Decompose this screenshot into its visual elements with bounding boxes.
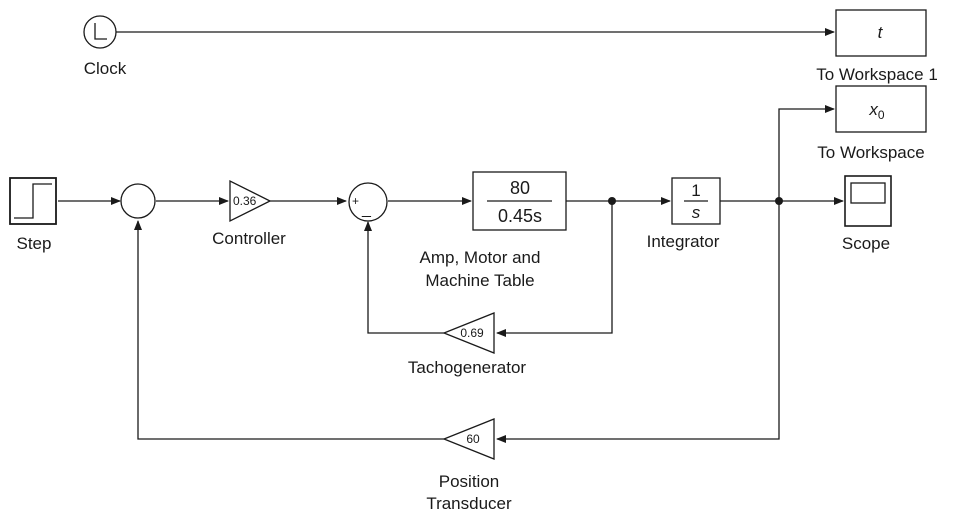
clock-block[interactable]: Clock: [83, 15, 127, 78]
integrator-numerator: 1: [691, 181, 700, 200]
integrator-block[interactable]: 1 s Integrator: [647, 177, 721, 251]
controller-label: Controller: [212, 229, 286, 248]
tachogenerator-label: Tachogenerator: [408, 358, 526, 377]
junction-dot-position: [775, 197, 783, 205]
step-block[interactable]: Step: [9, 177, 57, 253]
position-transducer-label-line1: Position: [439, 472, 499, 491]
wire-tacho-to-sum2: [364, 221, 444, 334]
to-workspace-label: To Workspace: [817, 143, 924, 162]
sum-junction-1[interactable]: [120, 183, 156, 219]
wire-transducer-to-sum1: [134, 220, 444, 440]
position-transducer-block[interactable]: 60 Position Transducer: [426, 418, 512, 513]
plant-denominator: 0.45s: [498, 206, 542, 226]
plant-numerator: 80: [510, 178, 530, 198]
integrator-denominator: s: [692, 203, 701, 222]
to-workspace-variable: x0: [868, 100, 885, 122]
plant-label-line2: Machine Table: [425, 271, 534, 290]
clock-label: Clock: [84, 59, 127, 78]
junction-dot-velocity: [608, 197, 616, 205]
sum-junction-2[interactable]: + _: [348, 182, 388, 222]
plant-transfer-fcn-block[interactable]: 80 0.45s Amp, Motor and Machine Table: [420, 171, 567, 290]
controller-gain-value: 0.36: [233, 194, 257, 208]
wire-branch-to-workspace: [778, 105, 835, 201]
to-workspace-1-variable: t: [878, 23, 884, 42]
position-transducer-label-line2: Transducer: [426, 494, 512, 513]
to-workspace-1-label: To Workspace 1: [816, 65, 938, 84]
integrator-label: Integrator: [647, 232, 720, 251]
tachogenerator-block[interactable]: 0.69 Tachogenerator: [408, 312, 526, 377]
sum2-minus-sign: _: [361, 201, 372, 218]
wire-velocity-feedback: [496, 201, 613, 337]
step-icon: [14, 183, 52, 219]
signal-lines: [58, 28, 844, 443]
position-transducer-gain-value: 60: [466, 432, 480, 446]
sum2-plus-sign: +: [352, 194, 359, 208]
plant-label-line1: Amp, Motor and: [420, 248, 541, 267]
controller-block[interactable]: 0.36 Controller: [212, 179, 286, 248]
to-workspace-block[interactable]: x0 To Workspace: [817, 85, 927, 162]
tachogenerator-gain-value: 0.69: [460, 326, 484, 340]
to-workspace-1-block[interactable]: t To Workspace 1: [816, 9, 938, 84]
clock-icon: [94, 23, 107, 40]
scope-label: Scope: [842, 234, 890, 253]
wire-position-feedback: [496, 201, 780, 443]
scope-block[interactable]: Scope: [842, 175, 892, 253]
step-label: Step: [17, 234, 52, 253]
scope-icon: [850, 182, 886, 204]
